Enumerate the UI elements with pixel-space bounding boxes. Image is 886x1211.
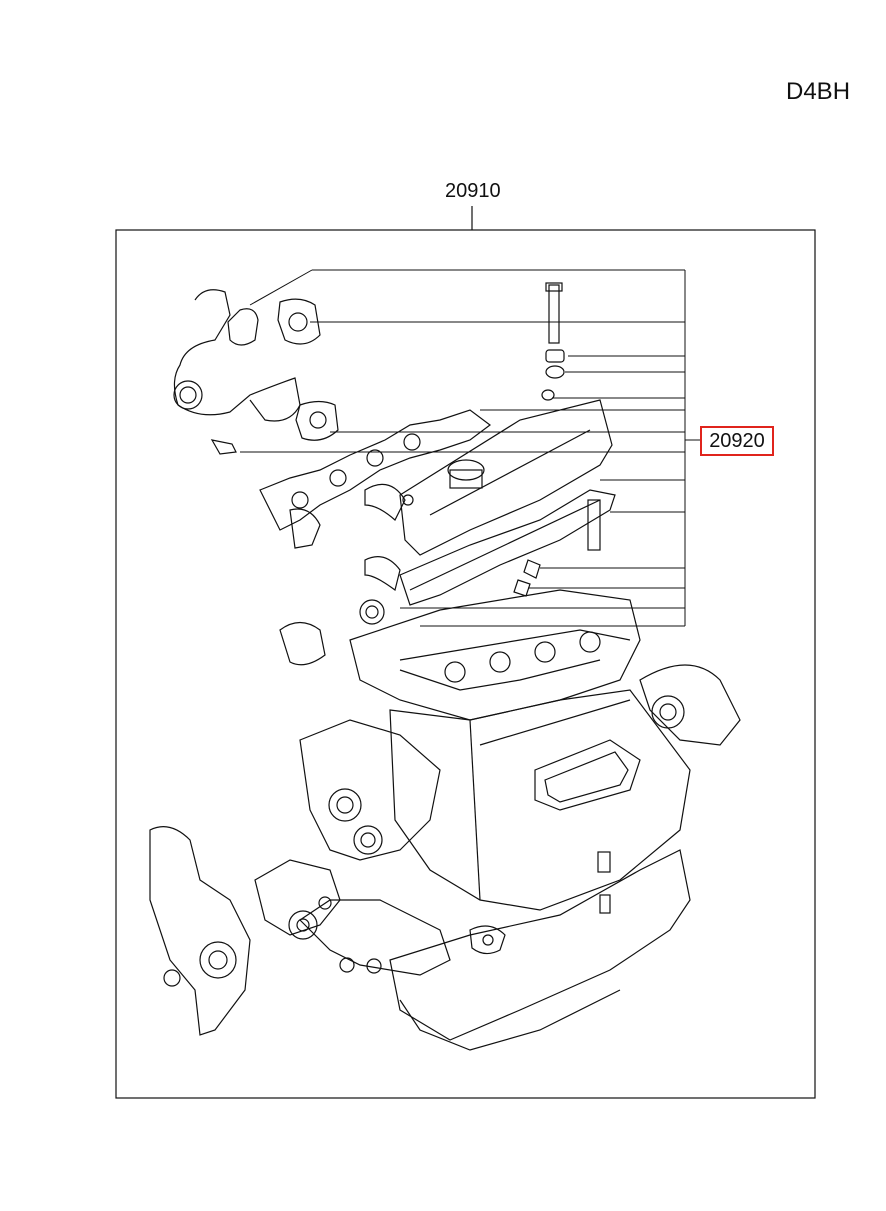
valve-cover [364, 399, 613, 592]
valve-cover-gasket [399, 489, 616, 606]
callout-bracket [240, 269, 700, 627]
head-bolt [541, 282, 565, 401]
highlighted-part-number[interactable]: 20920 [700, 426, 774, 456]
turbocharger-housing [173, 289, 339, 455]
cylinder-head [279, 589, 641, 721]
oil-pan [339, 849, 691, 1051]
assembly-frame [115, 229, 816, 1099]
engine-code-label: D4BH [786, 78, 851, 105]
assembly-number-label[interactable]: 20910 [445, 180, 501, 202]
manifold-gasket [259, 409, 491, 549]
engine-block [389, 664, 741, 911]
timing-cover [149, 719, 451, 1036]
